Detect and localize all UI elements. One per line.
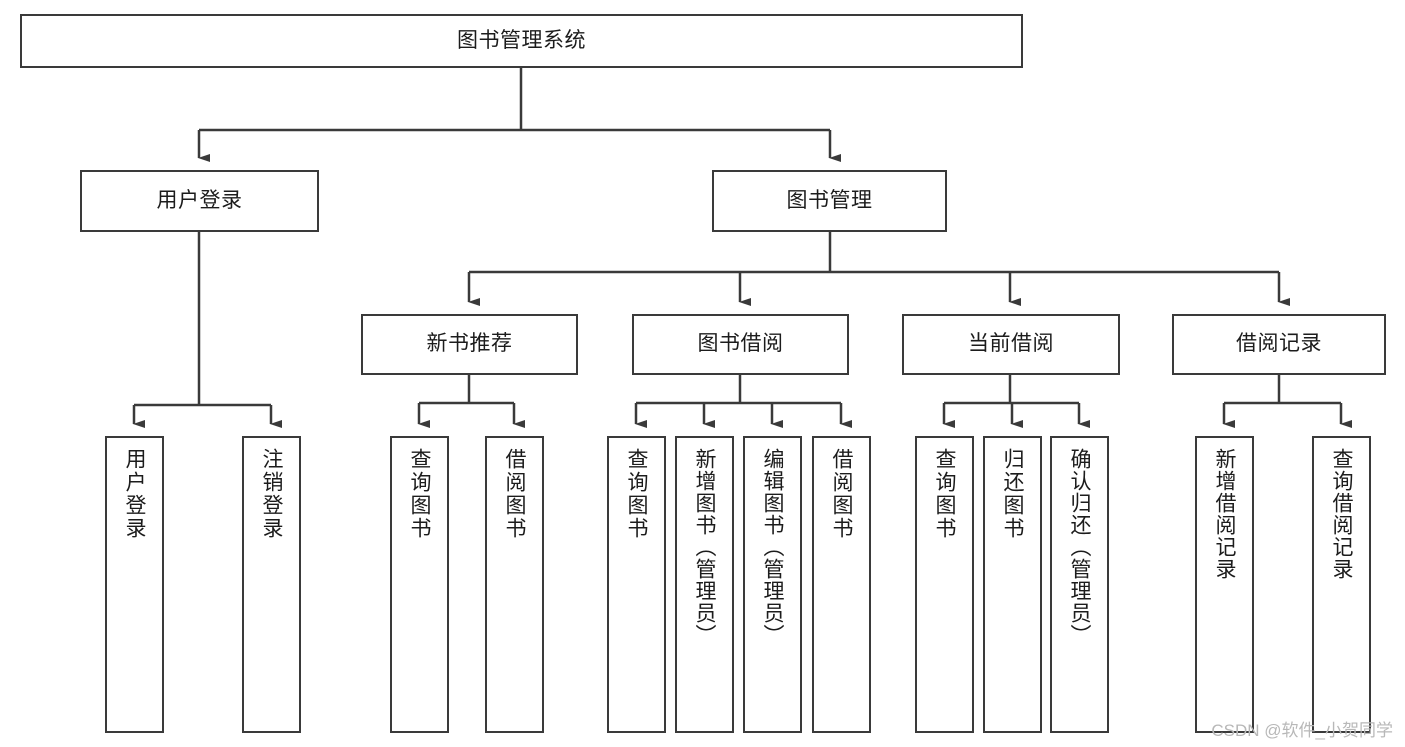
connector-borrow-record-to-leaves (1222, 375, 1352, 428)
node-leaf-logout-login-label: 注销登录 (260, 448, 283, 540)
node-book-borrow-label: 图书借阅 (697, 332, 784, 356)
connector-new-book-recommend-to-leaves (417, 375, 525, 428)
node-leaf-confirm-return-admin-label: 确认归还（管理员） (1068, 448, 1091, 646)
node-leaf-query-borrow-record-label: 查询借阅记录 (1330, 448, 1353, 580)
node-leaf-query-book-borrow[interactable]: 查询图书 (607, 436, 666, 733)
csdn-watermark: CSDN @软件_小贺同学 (1211, 721, 1393, 740)
node-borrow-record[interactable]: 借阅记录 (1172, 314, 1386, 375)
node-new-book-recommend[interactable]: 新书推荐 (361, 314, 578, 375)
connector-current-borrow-to-leaves (942, 375, 1090, 428)
node-leaf-query-book-recommend[interactable]: 查询图书 (390, 436, 449, 733)
node-book-borrow[interactable]: 图书借阅 (632, 314, 849, 375)
node-leaf-confirm-return-admin[interactable]: 确认归还（管理员） (1050, 436, 1109, 733)
connector-book-borrow-to-leaves (634, 375, 852, 428)
node-leaf-borrow-book-label: 借阅图书 (830, 448, 853, 540)
connector-root-to-level1 (197, 68, 841, 162)
node-leaf-user-login-label: 用户登录 (123, 448, 146, 540)
node-leaf-borrow-book-recommend-label: 借阅图书 (503, 448, 526, 540)
connector-book-management-to-level2 (467, 232, 1290, 306)
node-leaf-add-borrow-record-label: 新增借阅记录 (1213, 448, 1236, 580)
node-leaf-query-book-current[interactable]: 查询图书 (915, 436, 974, 733)
node-leaf-user-login[interactable]: 用户登录 (105, 436, 164, 733)
node-leaf-query-book-borrow-label: 查询图书 (625, 448, 648, 540)
node-borrow-record-label: 借阅记录 (1236, 332, 1322, 356)
node-leaf-add-borrow-record[interactable]: 新增借阅记录 (1195, 436, 1254, 733)
node-leaf-return-book[interactable]: 归还图书 (983, 436, 1042, 733)
node-leaf-query-book-recommend-label: 查询图书 (408, 448, 431, 540)
node-new-book-recommend-label: 新书推荐 (426, 332, 513, 356)
node-leaf-query-book-current-label: 查询图书 (933, 448, 956, 540)
node-user-login-label: 用户登录 (156, 188, 243, 212)
node-leaf-edit-book-admin-label: 编辑图书（管理员） (761, 448, 784, 646)
node-book-management-label: 图书管理 (786, 188, 873, 212)
node-leaf-borrow-book-recommend[interactable]: 借阅图书 (485, 436, 544, 733)
node-root-system[interactable]: 图书管理系统 (20, 14, 1023, 68)
node-root-system-label: 图书管理系统 (457, 28, 586, 52)
node-leaf-borrow-book[interactable]: 借阅图书 (812, 436, 871, 733)
connector-user-login-to-leaves (132, 232, 282, 428)
node-leaf-query-borrow-record[interactable]: 查询借阅记录 (1312, 436, 1371, 733)
node-leaf-logout-login[interactable]: 注销登录 (242, 436, 301, 733)
node-leaf-edit-book-admin[interactable]: 编辑图书（管理员） (743, 436, 802, 733)
node-leaf-return-book-label: 归还图书 (1001, 448, 1024, 540)
node-user-login[interactable]: 用户登录 (80, 170, 319, 232)
node-leaf-add-book-admin[interactable]: 新增图书（管理员） (675, 436, 734, 733)
node-current-borrow-label: 当前借阅 (968, 332, 1054, 356)
node-book-management[interactable]: 图书管理 (712, 170, 947, 232)
node-leaf-add-book-admin-label: 新增图书（管理员） (693, 448, 716, 646)
node-current-borrow[interactable]: 当前借阅 (902, 314, 1120, 375)
